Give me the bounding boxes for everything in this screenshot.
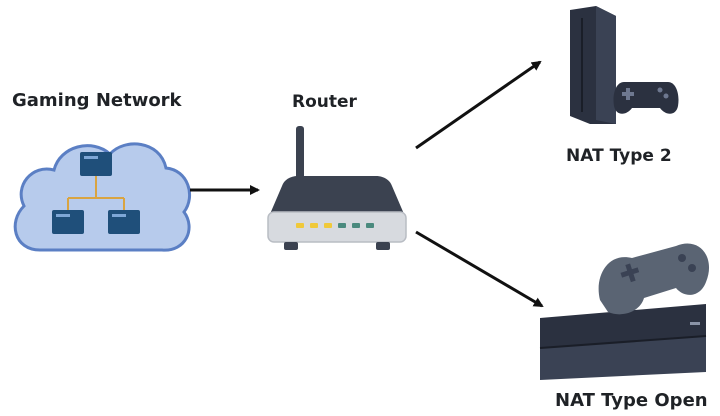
cloud-network-icon [13,142,192,252]
tree-lines [67,176,125,210]
router-leds [296,223,374,228]
gamepad-icon [613,82,679,114]
nat-type-open-label: NAT Type Open [555,390,708,411]
router-label: Router [292,92,357,112]
gamepad-icon [598,243,710,315]
nat-type-2-label: NAT Type 2 [566,146,672,166]
monitor-icon-top [80,152,112,176]
router-icon [267,126,407,250]
monitor-icon-right [108,210,140,234]
gaming-network-label: Gaming Network [12,90,182,111]
monitor-icon-left [52,210,84,234]
router-antenna [296,126,304,184]
console-flat-icon [539,243,710,380]
arrow-router-to-natopen [415,230,544,308]
arrow-router-to-nat2 [415,60,542,150]
console-tower-icon [570,6,679,124]
